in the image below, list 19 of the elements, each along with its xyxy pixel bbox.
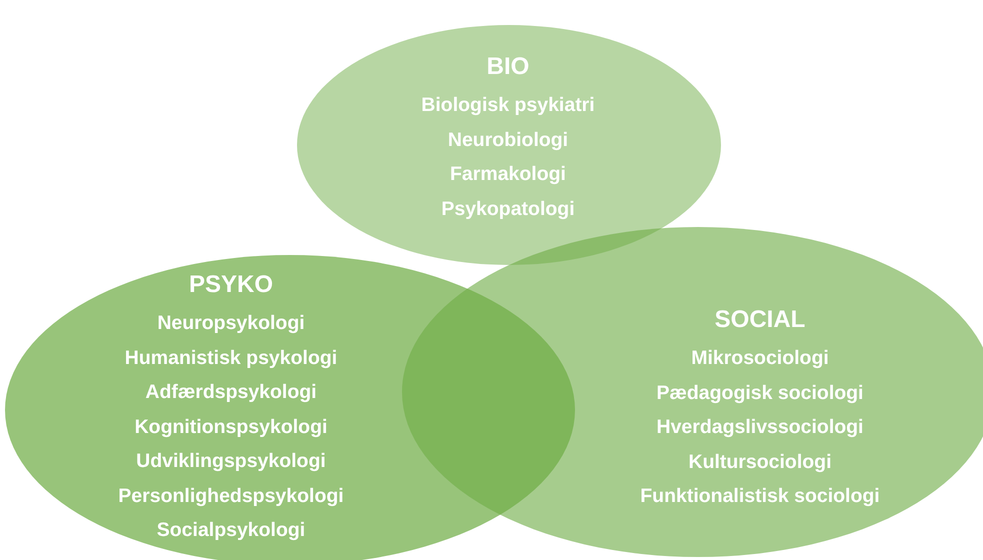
circle-heading: SOCIAL — [714, 305, 806, 335]
circle-heading: BIO — [486, 52, 530, 82]
discipline-label: Humanistisk psykologi — [124, 346, 338, 370]
discipline-label: Adfærdspsykologi — [145, 380, 317, 405]
discipline-label: Kognitionspsykologi — [134, 414, 328, 440]
discipline-label: Socialpsykologi — [156, 518, 306, 543]
discipline-label: Kultursociologi — [688, 450, 832, 474]
discipline-label: Psykopatologi — [441, 196, 575, 222]
discipline-label: Biologisk psykiatri — [421, 93, 595, 118]
discipline-label: Neuropsykologi — [157, 311, 305, 336]
discipline-label: Funktionalistisk sociologi — [640, 484, 880, 509]
circle-heading: PSYKO — [188, 270, 273, 300]
discipline-label: Hverdagslivssociologi — [656, 415, 864, 440]
discipline-label: Personlighedspsykologi — [118, 484, 344, 508]
discipline-label: Neurobiologi — [448, 128, 568, 152]
discipline-label: Udviklingspsykologi — [136, 449, 326, 474]
discipline-label: Farmakologi — [450, 162, 566, 187]
discipline-label: Pædagogisk sociologi — [656, 380, 864, 406]
discipline-label: Mikrosociologi — [691, 346, 829, 371]
